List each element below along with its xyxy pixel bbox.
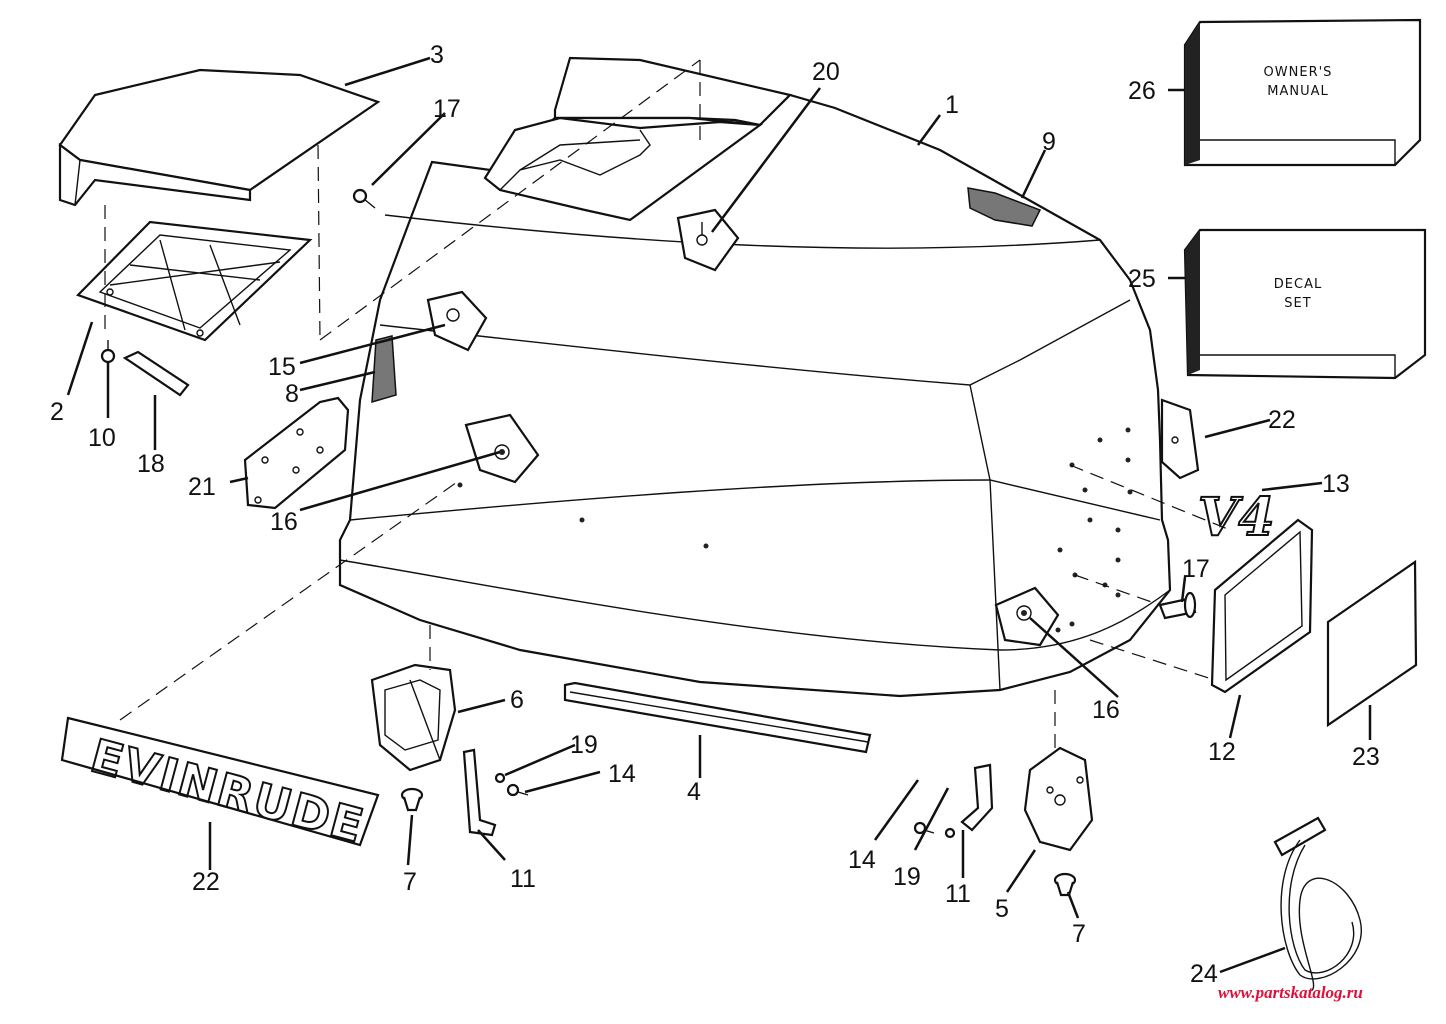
callout-18: 18 — [137, 450, 165, 478]
v4-text: V4 — [1198, 487, 1275, 548]
decal-13-v4: V4 — [1197, 486, 1276, 549]
callout-26: 26 — [1128, 77, 1156, 105]
callout-23: 23 — [1352, 743, 1380, 771]
callout-2: 2 — [50, 398, 64, 426]
callout-20: 20 — [812, 58, 840, 86]
intake-cover — [58, 68, 381, 207]
callout-labels: 1 2 3 4 5 6 7 7 8 9 10 11 11 12 13 14 14… — [50, 41, 1380, 988]
leader-lines — [66, 56, 1372, 974]
bracket-11-right — [960, 763, 994, 832]
callout-24: 24 — [1190, 960, 1218, 988]
washer-19-left — [494, 772, 506, 784]
decal-set-line2: SET — [1284, 296, 1311, 311]
callout-25: 25 — [1128, 265, 1156, 293]
latch-6 — [370, 663, 457, 772]
screw-17-top — [352, 188, 376, 209]
callout-11-right: 11 — [945, 880, 971, 908]
decal-22-evinrude: EVINRUDE — [60, 716, 380, 854]
seal-9 — [967, 187, 1042, 227]
callout-16-right: 16 — [1092, 696, 1120, 724]
grommet-7-left — [400, 787, 424, 812]
screw-10 — [100, 340, 116, 364]
callout-14-right: 14 — [848, 846, 876, 874]
plate-23 — [1326, 559, 1418, 728]
callout-3: 3 — [430, 41, 444, 69]
seal-strip-4 — [563, 681, 872, 754]
callout-5: 5 — [995, 895, 1009, 923]
callout-17-right: 17 — [1182, 555, 1210, 583]
strip-18 — [122, 350, 190, 397]
evinrude-text: EVINRUDE — [85, 728, 370, 853]
bracket-11-left — [462, 748, 497, 837]
alignment-lines — [104, 59, 1231, 750]
callout-6: 6 — [510, 686, 524, 714]
bracket-21 — [243, 396, 350, 510]
callout-7-left: 7 — [403, 868, 417, 896]
callout-1: 1 — [945, 91, 959, 119]
callout-9: 9 — [1042, 128, 1056, 156]
pad-16-front — [464, 413, 540, 484]
callout-15: 15 — [268, 353, 296, 381]
pad-22-side — [1160, 398, 1200, 480]
callout-22-right: 22 — [1268, 406, 1296, 434]
callout-11-left: 11 — [510, 865, 536, 893]
callout-19-right: 19 — [893, 863, 921, 891]
owners-manual-line2: MANUAL — [1267, 84, 1329, 99]
callout-13: 13 — [1322, 470, 1350, 498]
frame-12 — [1210, 518, 1314, 694]
grommet-7-right — [1053, 872, 1077, 897]
box-25-decal-set: DECAL SET — [1183, 228, 1427, 380]
decal-set-line1: DECAL — [1274, 277, 1322, 292]
callout-22-left: 22 — [192, 868, 220, 896]
callout-10: 10 — [88, 424, 116, 452]
callout-19-left: 19 — [570, 731, 598, 759]
choke-cable-24 — [1273, 816, 1362, 991]
screw-14-left — [506, 783, 529, 797]
grille — [76, 220, 313, 342]
owners-manual-line1: OWNER'S — [1264, 65, 1333, 80]
watermark: www.partskatalog.ru — [1218, 983, 1363, 1002]
callout-12: 12 — [1208, 738, 1236, 766]
callout-8: 8 — [285, 380, 299, 408]
latch-5 — [1023, 746, 1094, 852]
callout-14-left: 14 — [608, 760, 636, 788]
callout-17-top: 17 — [433, 95, 461, 123]
callout-4: 4 — [687, 778, 701, 806]
washer-19-right — [944, 827, 956, 839]
seal-8 — [371, 335, 397, 404]
pad-20 — [676, 208, 740, 272]
callout-21: 21 — [188, 473, 216, 501]
callout-16-left: 16 — [270, 508, 298, 536]
engine-cover — [338, 56, 1172, 698]
box-26-owners-manual: OWNER'S MANUAL — [1183, 18, 1422, 167]
callout-7-right: 7 — [1072, 920, 1086, 948]
